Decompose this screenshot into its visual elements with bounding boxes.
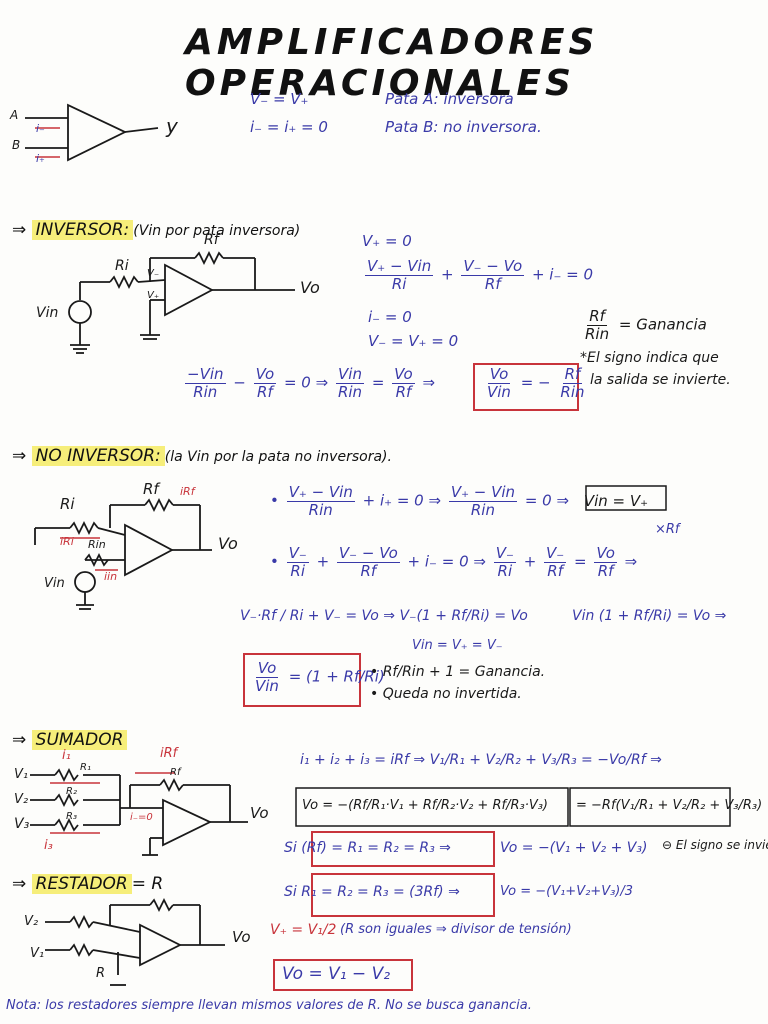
sum-i1: i₁ xyxy=(62,748,71,763)
ni-note2: • Queda no invertida. xyxy=(370,686,522,702)
sum-si1-box: Vo = −(V₁ + V₂ + V₃) xyxy=(500,840,648,856)
sum-v1: V₁ xyxy=(14,767,29,782)
sum-rf: Rf xyxy=(170,767,181,778)
res-r: R xyxy=(96,966,106,981)
res-box: Vo = V₁ − V₂ xyxy=(282,964,391,984)
sum-si2: Si R₁ = R₂ = R₃ = (3Rf) ⇒ xyxy=(284,884,460,900)
sum-v2: V₂ xyxy=(14,792,29,807)
sum-vo: Vo xyxy=(250,804,269,822)
res-v1: V₁ xyxy=(30,946,45,961)
ni-ri: Ri xyxy=(60,495,75,513)
restador-heading: ⇒ RESTADOR= R xyxy=(12,874,164,894)
opamp-intro xyxy=(67,103,128,162)
ni-eq3-right: Vin (1 + Rf/Ri) = Vo ⇒ xyxy=(572,608,727,624)
res-eq1-note: (R son iguales ⇒ divisor de tensión) xyxy=(340,922,572,937)
ni-note1: • Rf/Rin + 1 = Ganancia. xyxy=(370,664,546,680)
sum-iminus: i₋=0 xyxy=(130,812,153,823)
sum-note: ⊖ El signo se invierte. xyxy=(662,838,768,852)
ni-irf: iRf xyxy=(180,485,195,498)
ni-iri: iRi xyxy=(60,535,74,548)
ni-rin: Rin xyxy=(88,538,106,551)
sum-si2-box: Vo = −(V₁+V₂+V₃)/3 xyxy=(500,884,634,899)
ni-vo: Vo xyxy=(218,534,238,553)
intro-pata-b: Pata B: no inversora. xyxy=(385,118,542,136)
sumador-heading: ⇒ SUMADOR xyxy=(12,730,128,750)
sum-irf: iRf xyxy=(160,746,178,761)
ni-mult: ×Rf xyxy=(655,522,680,537)
intro-pata-a: Pata A: inversora xyxy=(385,90,514,108)
res-vo: Vo xyxy=(232,928,251,946)
sum-si1: Si (Rf) = R₁ = R₂ = R₃ ⇒ xyxy=(284,840,451,856)
inv-vin: Vin xyxy=(36,305,59,321)
no-inversor-heading: ⇒ NO INVERSOR:(la Vin por la pata no inv… xyxy=(12,446,392,466)
ni-eq3: V₋·Rf / Ri + V₋ = Vo ⇒ V₋(1 + Rf/Ri) = V… xyxy=(240,608,528,624)
sum-eq2-right: = −Rf(V₁/R₁ + V₂/R₂ + V₃/R₃) xyxy=(576,798,763,813)
inv-note1: *El signo indica que xyxy=(580,350,719,366)
sum-eq2-left: Vo = −(Rf/R₁·V₁ + Rf/R₂·V₂ + Rf/R₃·V₃) xyxy=(302,798,549,813)
inv-vo: Vo xyxy=(300,278,320,297)
page-title: AMPLIFICADORES OPERACIONALES xyxy=(185,22,599,104)
ni-rf: Rf xyxy=(143,480,159,498)
sum-r2: R₂ xyxy=(66,786,77,797)
inv-ri: Ri xyxy=(115,258,129,274)
inv-vplus: V₊ xyxy=(147,290,160,301)
footer-note: Nota: los restadores siempre llevan mism… xyxy=(6,998,532,1013)
res-eq1: V₊ = V₁/2 xyxy=(270,922,337,938)
label-i-minus: i₋ xyxy=(36,122,45,135)
inv-vminus: V₋ xyxy=(147,268,160,279)
label-a: A xyxy=(10,108,19,122)
label-b: B xyxy=(12,138,21,152)
inv-eq-i: i₋ = 0 xyxy=(368,308,412,326)
res-v2: V₂ xyxy=(24,914,39,929)
sum-v3: V₃ xyxy=(14,816,30,832)
inv-eq-vplus: V₊ = 0 xyxy=(362,232,412,250)
label-y: y xyxy=(166,114,178,138)
intro-eq1: V₋ = V₊ xyxy=(250,90,309,108)
ni-vin: Vin xyxy=(44,576,65,591)
ni-iin: iin xyxy=(104,570,118,583)
label-i-plus: i₊ xyxy=(36,152,45,165)
inv-eq-v: V₋ = V₊ = 0 xyxy=(368,332,459,350)
sum-r1: R₁ xyxy=(80,762,91,773)
sum-r3: R₃ xyxy=(66,811,77,822)
ni-eq3-sub: Vin = V₊ = V₋ xyxy=(412,638,503,653)
inv-note2: la salida se invierte. xyxy=(590,372,731,388)
sum-i3: i₃ xyxy=(44,838,53,853)
inversor-heading: ⇒ INVERSOR:(Vin por pata inversora) xyxy=(12,220,301,240)
sum-eq1: i₁ + i₂ + i₃ = iRf ⇒ V₁/R₁ + V₂/R₂ + V₃/… xyxy=(300,752,662,768)
intro-eq2: i₋ = i₊ = 0 xyxy=(250,118,328,136)
inv-rf: Rf xyxy=(204,232,219,248)
